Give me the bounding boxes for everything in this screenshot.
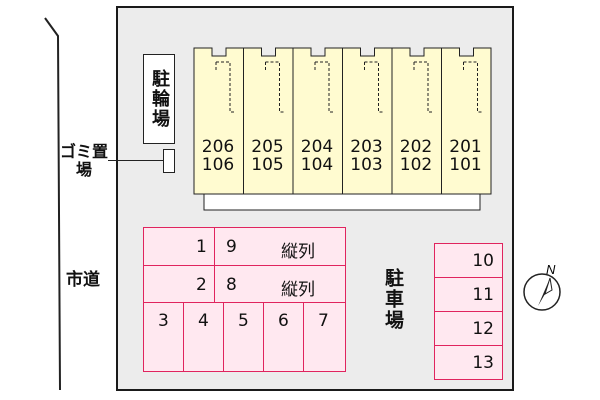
balcony-line [265,61,286,113]
parking-stall: 7 [303,302,346,372]
balcony-line [215,61,236,113]
bicycle-parking: 駐輪場 [143,54,175,144]
balcony-line [413,61,434,113]
parking-number: 1 [196,237,207,257]
parking-stall: 11 [434,277,503,312]
building-unit [441,47,492,195]
parking-stall: 10 [434,243,503,278]
balcony-line [463,61,484,113]
bicycle-parking-label: 駐輪場 [149,69,170,129]
parking-stall: 6 [263,302,304,372]
parking-number: 4 [198,311,209,331]
parking-number: 6 [278,311,289,331]
balcony-line [364,61,385,113]
parking-stall: 12 [434,311,503,346]
garbage-leader-line [108,160,163,161]
parking-number: 8 [226,275,237,295]
stall-divider [214,266,215,303]
balcony-line [314,61,335,113]
parking-number: 11 [472,285,494,305]
vertical-parking-label: 縦列 [281,242,315,262]
parking-stall: 13 [434,345,503,380]
parking-stall: 5 [223,302,264,372]
vertical-parking-label: 縦列 [281,280,315,300]
north-compass-icon: N [523,262,561,311]
parking-stall: 4 [183,302,224,372]
parking-number: 9 [226,237,237,257]
parking-number: 3 [158,311,169,331]
parking-number: 7 [318,311,329,331]
garbage-area-label: ゴミ置場 [60,142,109,179]
stall-divider [214,228,215,265]
garbage-area [163,149,175,173]
compass-n-label: N [546,262,556,277]
parking-number: 13 [472,353,494,373]
parking-label: 駐車場 [382,268,404,331]
apartment-building [193,47,492,211]
parking-number: 12 [472,319,494,339]
parking-stall: 3 [143,302,184,372]
parking-number: 2 [196,275,207,295]
parking-number: 5 [238,311,249,331]
road-label: 市道 [66,270,100,290]
parking-number: 10 [472,251,494,271]
